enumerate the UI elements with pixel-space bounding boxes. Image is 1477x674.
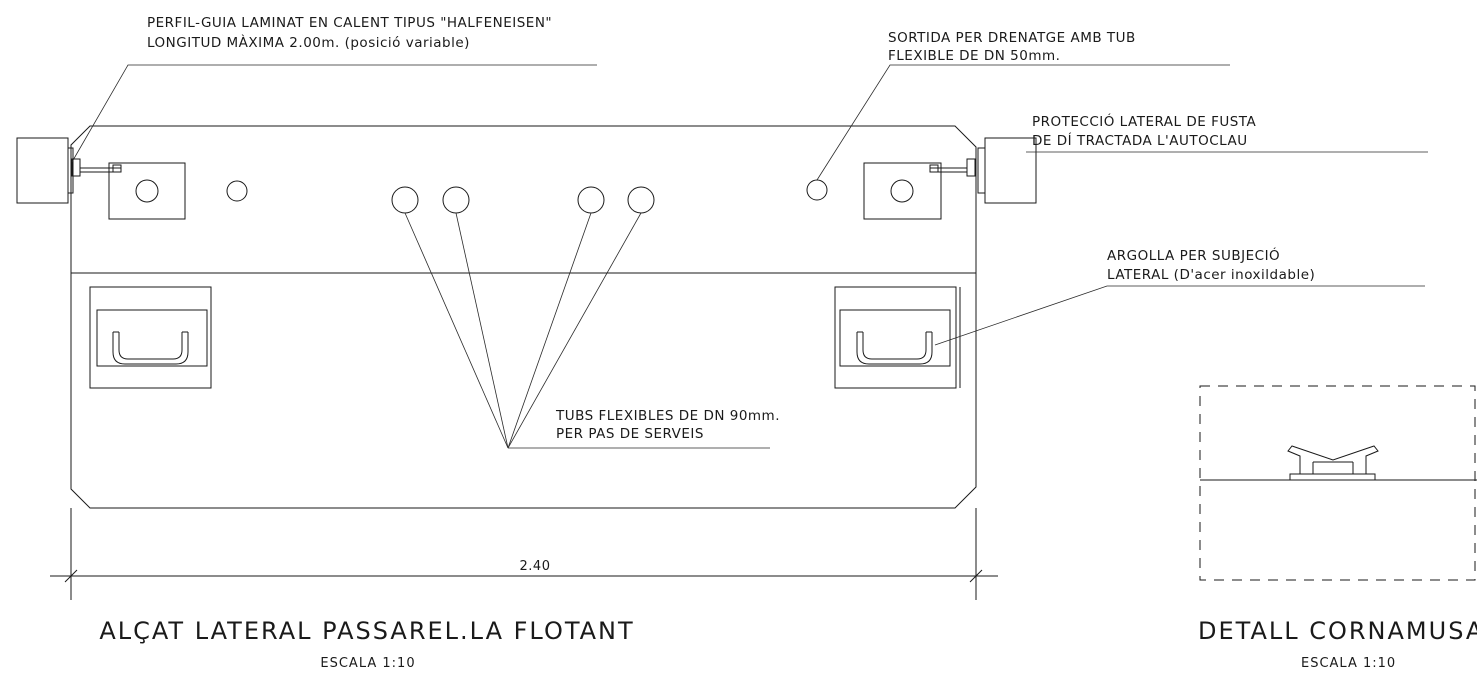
drainage-outlet-label-line1: SORTIDA PER DRENATGE AMB TUB: [888, 30, 1136, 46]
cleat-detail: [1199, 385, 1477, 581]
ring-label-line2: LATERAL (D'acer inoxildable): [1107, 267, 1315, 283]
ring-panel-left: [89, 286, 212, 389]
leader-lines: [71, 64, 1428, 449]
perfil-guia-label-line1: PERFIL-GUIA LAMINAT EN CALENT TIPUS "HAL…: [147, 15, 552, 31]
wooden-protection-label-line1: PROTECCIÓ LATERAL DE FUSTA: [1032, 112, 1256, 130]
main-view-title: ALÇAT LATERAL PASSAREL.LA FLOTANT: [99, 617, 634, 645]
wooden-side-protection-right: [929, 137, 1037, 204]
detail-view-title: DETALL CORNAMUSA: [1198, 617, 1477, 645]
detail-view-scale: ESCALA 1:10: [1301, 656, 1396, 671]
wooden-protection-label-line2: DE DÍ TRACTADA L'AUTOCLAU: [1032, 132, 1248, 149]
dimension-line: [50, 508, 998, 600]
perfil-guia-label-line2: LONGITUD MÀXIMA 2.00m. (posició variable…: [147, 34, 470, 51]
ring-label-line1: ARGOLLA PER SUBJECIÓ: [1107, 246, 1280, 264]
pontoon-body: [70, 125, 977, 509]
service-tubes-label-line1: TUBS FLEXIBLES DE DN 90mm.: [555, 408, 780, 424]
service-tube-openings: [226, 179, 828, 214]
bollard-box-right: [863, 162, 942, 220]
dimension-label: 2.40: [520, 559, 551, 574]
service-tubes-label-line2: PER PAS DE SERVEIS: [556, 426, 704, 442]
main-view-scale: ESCALA 1:10: [320, 656, 415, 671]
bollard-box-left: [108, 162, 186, 220]
ring-panel-right: [834, 286, 961, 389]
wooden-side-protection-left: [16, 137, 122, 204]
drainage-outlet-label-line2: FLEXIBLE DE DN 50mm.: [888, 48, 1060, 64]
